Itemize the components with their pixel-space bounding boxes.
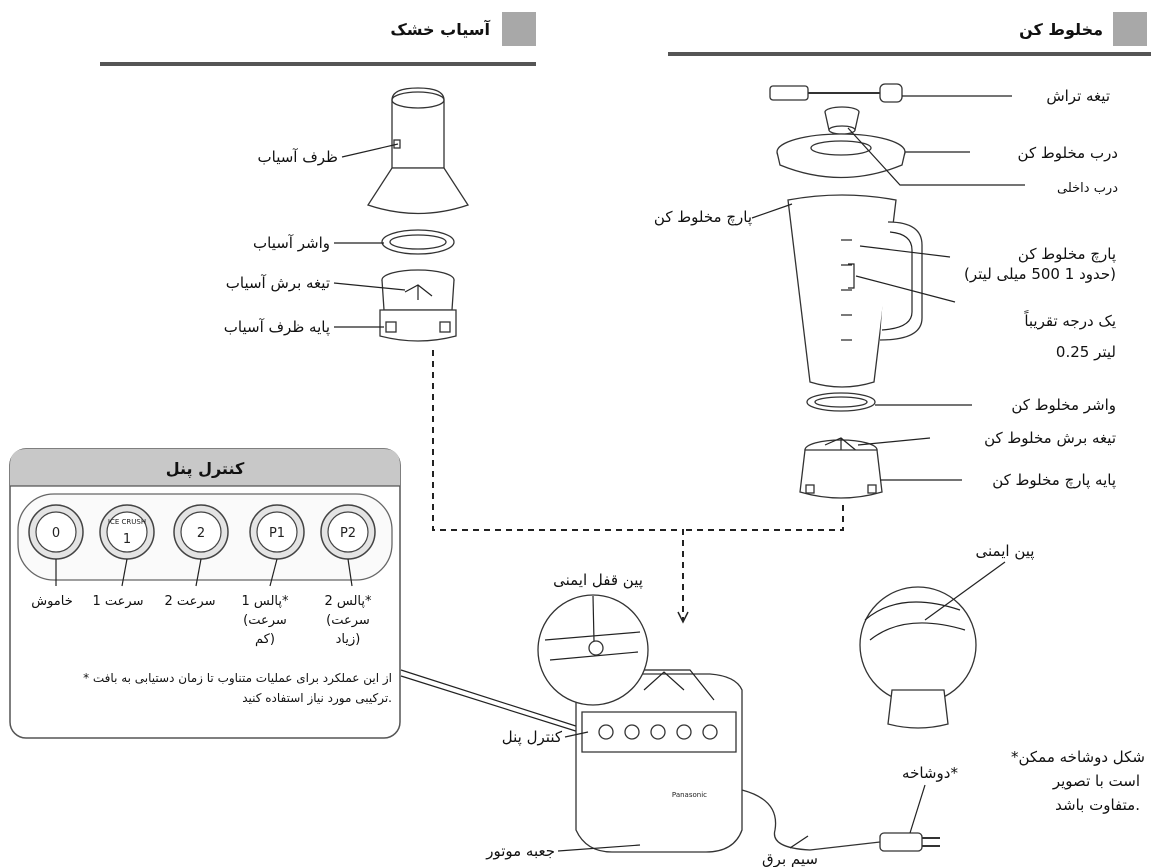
assembly-dashed-line	[683, 505, 843, 530]
ice-crush-label: ICE CRUSH	[108, 518, 146, 526]
control-panel-body-label: کنترل پنل	[502, 728, 563, 747]
spatula-label: تیغه تراش	[1046, 87, 1110, 105]
pulse-2-button-label: P2	[340, 526, 356, 541]
control-panel-box: کنترل پنل 0 ICE CRUSH 1 2 P1	[10, 449, 400, 738]
brand-logo: Panasonic	[672, 791, 707, 799]
jug-illustration	[788, 195, 922, 387]
off-caption: خاموش	[31, 594, 73, 609]
mill-gasket-illustration	[382, 230, 454, 254]
jug-base-label: پایه پارچ مخلوط کن	[992, 471, 1116, 490]
mill-section-header: آسیاب خشک	[100, 12, 536, 66]
spatula-illustration	[770, 84, 902, 102]
control-panel-title: کنترل پنل	[166, 459, 245, 479]
mill-container-label: ظرف آسیاب	[258, 148, 339, 166]
lid-illustration	[777, 134, 905, 178]
jug-left-label: پارچ مخلوط کن	[654, 208, 752, 227]
leader-line	[342, 144, 398, 157]
graduation-label: یک درجه تقریباً	[1024, 310, 1116, 330]
mill-blade-label: تیغه برش آسیاب	[226, 274, 330, 292]
safety-pin-detail	[860, 587, 976, 728]
graduation-value-label: 0.25 لیتر	[1056, 343, 1116, 361]
inner-cap-label: درب داخلی	[1057, 181, 1118, 196]
power-cord-label: سیم برق	[762, 850, 818, 867]
plug-note-line-1: *شکل دوشاخه ممکن	[1011, 748, 1145, 766]
plug-illustration	[880, 833, 940, 851]
safety-lock-pin-label: پین قفل ایمنی	[553, 571, 643, 590]
blender-blade-label: تیغه برش مخلوط کن	[984, 429, 1116, 447]
speed-2-button[interactable]: 2	[174, 505, 228, 559]
mill-blade-illustration	[382, 270, 454, 310]
motor-unit-label: جعبه موتور	[485, 842, 555, 860]
pulse-1-button-label: P1	[269, 526, 285, 541]
speed-1-caption: سرعت 1	[92, 594, 143, 609]
pulse-1-sub-1: (سرعت	[243, 613, 287, 628]
mill-base-illustration	[380, 310, 456, 341]
off-button-label: 0	[52, 526, 60, 541]
blender-section-title: مخلوط کن	[1019, 20, 1103, 39]
mill-section-title: آسیاب خشک	[390, 19, 490, 39]
blender-gasket-label: واشر مخلوط کن	[1011, 396, 1116, 414]
jug-capacity-label: (حدود 1 500 میلی لیتر)	[964, 265, 1116, 283]
pulse-1-sub-2: کم)	[255, 632, 275, 647]
blender-gasket-illustration	[807, 393, 875, 411]
inner-cap-illustration	[825, 107, 859, 134]
pulse-2-caption: پالس 2*	[324, 594, 372, 609]
section-marker	[1113, 12, 1147, 46]
speed-1-button-label: 1	[123, 532, 131, 547]
leader-line	[858, 438, 930, 445]
pulse-2-sub-1: (سرعت	[326, 613, 370, 628]
blender-section-header: مخلوط کن	[668, 12, 1151, 56]
section-rule	[100, 62, 536, 66]
jug-right-label: پارچ مخلوط کن	[1018, 245, 1116, 264]
off-button[interactable]: 0	[29, 505, 83, 559]
control-panel-note-1: * از این عملکرد برای عملیات متناوب تا زم…	[83, 671, 392, 686]
plug-note-line-3: متفاوت باشد.	[1055, 796, 1140, 814]
speed-2-caption: سرعت 2	[164, 594, 215, 609]
section-marker	[502, 12, 536, 46]
safety-pin-label: پین ایمنی	[976, 542, 1035, 561]
mill-container-illustration	[368, 88, 468, 214]
pulse-2-button[interactable]: P2	[321, 505, 375, 559]
lid-label: درب مخلوط کن	[1018, 144, 1118, 162]
mill-gasket-label: واشر آسیاب	[253, 234, 330, 252]
pulse-1-caption: پالس 1*	[241, 594, 289, 609]
speed-1-button[interactable]: ICE CRUSH 1	[100, 505, 154, 559]
pulse-1-button[interactable]: P1	[250, 505, 304, 559]
plug-label: دوشاخه*	[902, 764, 958, 782]
pulse-2-sub-2: زیاد)	[336, 632, 361, 647]
control-panel-note-2: ترکیبی مورد نیاز استفاده کنید.	[242, 691, 392, 706]
jug-base-illustration	[800, 450, 882, 498]
mill-base-label: پایه ظرف آسیاب	[224, 318, 330, 337]
leader-line	[752, 204, 792, 218]
plug-note-line-2: است با تصویر	[1052, 772, 1140, 790]
speed-2-button-label: 2	[197, 526, 205, 541]
leader-line	[910, 785, 925, 833]
section-rule	[668, 52, 1151, 56]
